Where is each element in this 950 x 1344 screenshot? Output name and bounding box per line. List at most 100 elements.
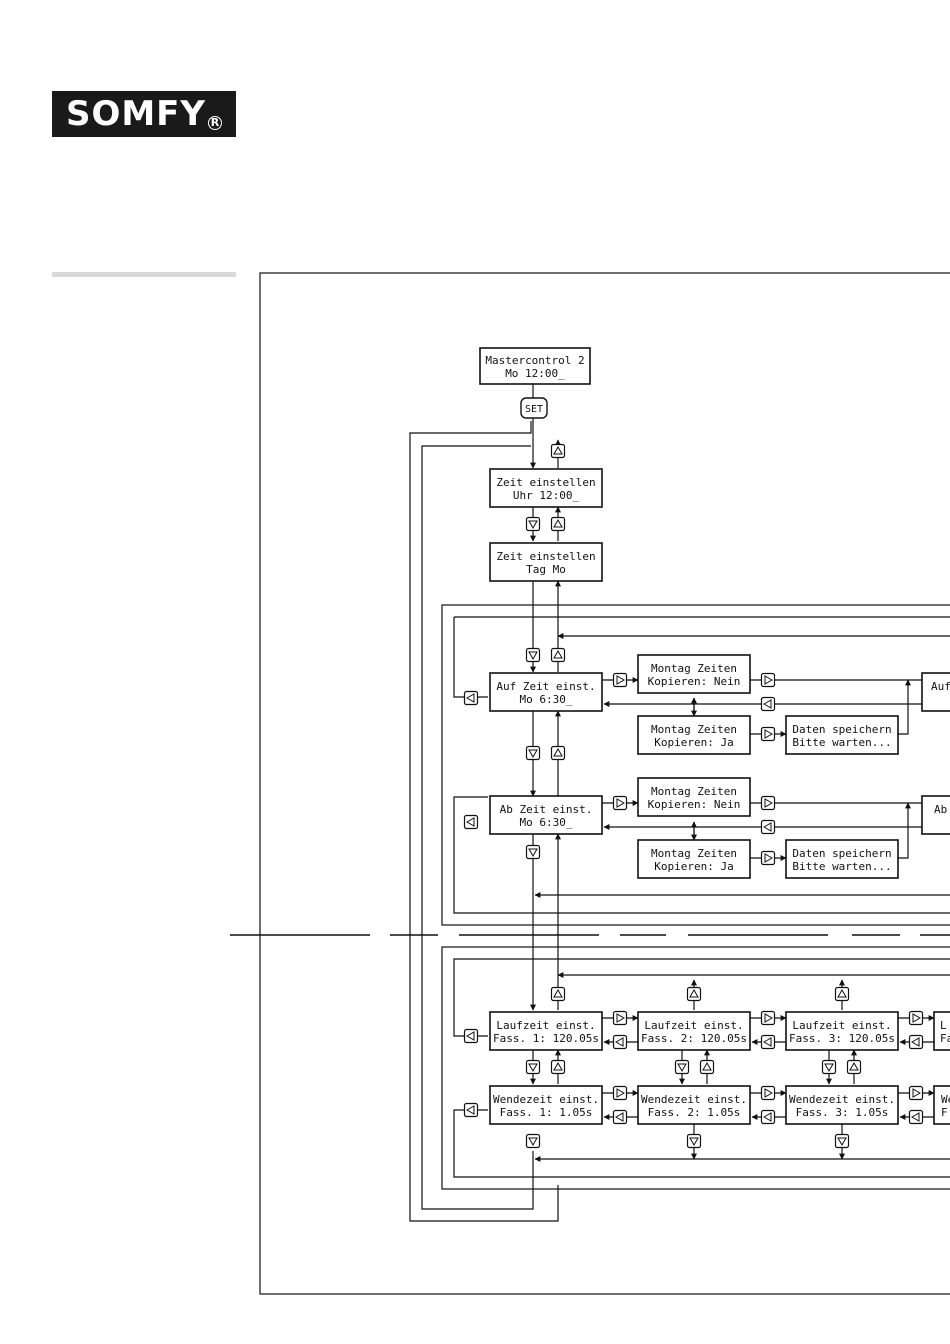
right-triangle-icon [612, 1010, 628, 1026]
wendezeit-display-3-line1: Wendezeit einst. [789, 1093, 895, 1106]
up-triangle-icon [846, 1059, 862, 1075]
laufzeit-display-1: Laufzeit einst.Fass. 1: 120.05s [489, 1011, 603, 1051]
up-triangle-icon [686, 986, 702, 1002]
auf-zeit-display: Auf Zeit einst.Mo 6:30_ [489, 672, 603, 712]
wendezeit-display-3: Wendezeit einst.Fass. 3: 1.05s [785, 1085, 899, 1125]
down-triangle-icon [525, 745, 541, 761]
right-triangle-icon [760, 1085, 776, 1101]
left-triangle-icon [760, 696, 776, 712]
right-triangle-icon [908, 1085, 924, 1101]
up-triangle-icon [550, 443, 566, 459]
laufzeit-display-3: Laufzeit einst.Fass. 3: 120.05s [785, 1011, 899, 1051]
zeit-uhr-display-line1: Zeit einstellen [496, 476, 595, 489]
right-triangle-icon [760, 795, 776, 811]
up-triangle-icon [550, 745, 566, 761]
wendezeit-display-3-line2: Fass. 3: 1.05s [796, 1106, 889, 1119]
up-triangle-icon [550, 647, 566, 663]
laufzeit-display-2-line2: Fass. 2: 120.05s [641, 1032, 747, 1045]
wendezeit-display-2-line2: Fass. 2: 1.05s [648, 1106, 741, 1119]
set-button-label: SET [525, 404, 543, 415]
left-triangle-icon [463, 814, 479, 830]
up-triangle-icon [550, 516, 566, 532]
ab-copy-nein-display-line2: Kopieren: Nein [648, 798, 741, 811]
ab-next-display: Ab [921, 795, 950, 835]
right-triangle-icon [760, 726, 776, 742]
registered-mark: R [208, 116, 223, 130]
left-triangle-icon [760, 1109, 776, 1125]
down-triangle-icon [525, 1059, 541, 1075]
set-button-icon: SET [520, 397, 548, 419]
laufzeit-display-1-line2: Fass. 1: 120.05s [493, 1032, 599, 1045]
up-triangle-icon [550, 1059, 566, 1075]
right-triangle-icon [908, 1010, 924, 1026]
ab-zeit-display-line2: Mo 6:30_ [520, 816, 573, 829]
auf-save-display-line1: Daten speichern [792, 723, 891, 736]
down-triangle-icon [525, 844, 541, 860]
left-triangle-icon [463, 1102, 479, 1118]
svg-text:Fa: Fa [940, 1032, 950, 1045]
laufzeit-display-3-line1: Laufzeit einst. [792, 1019, 891, 1032]
laufzeit-display-3-line2: Fass. 3: 120.05s [789, 1032, 895, 1045]
right-triangle-icon [612, 1085, 628, 1101]
left-triangle-icon [463, 690, 479, 706]
auf-zeit-display-line2: Mo 6:30_ [520, 693, 573, 706]
ab-copy-nein-display-line1: Montag Zeiten [651, 785, 737, 798]
start-display: Mastercontrol 2Mo 12:00_ [479, 347, 591, 385]
right-triangle-icon [612, 795, 628, 811]
diagram-frame [259, 272, 950, 1295]
laufzeit-display-1-line1: Laufzeit einst. [496, 1019, 595, 1032]
down-triangle-icon [834, 1133, 850, 1149]
right-triangle-icon [612, 672, 628, 688]
wendezeit-display-next: WeF [933, 1085, 950, 1125]
auf-copy-nein-display-line1: Montag Zeiten [651, 662, 737, 675]
logo-wordmark: SOMFY [65, 94, 207, 134]
down-triangle-icon [525, 1133, 541, 1149]
wendezeit-display-1-line2: Fass. 1: 1.05s [500, 1106, 593, 1119]
left-triangle-icon [612, 1109, 628, 1125]
down-triangle-icon [821, 1059, 837, 1075]
wendezeit-display-2: Wendezeit einst.Fass. 2: 1.05s [637, 1085, 751, 1125]
laufzeit-display-next: LFa [933, 1011, 950, 1051]
left-triangle-icon [612, 1034, 628, 1050]
left-triangle-icon [463, 1028, 479, 1044]
down-triangle-icon [674, 1059, 690, 1075]
left-triangle-icon [908, 1034, 924, 1050]
right-triangle-icon [760, 1010, 776, 1026]
auf-next-display: Auf [921, 672, 950, 712]
zeit-uhr-display-line2: Uhr 12:00_ [513, 489, 580, 502]
laufzeit-display-2: Laufzeit einst.Fass. 2: 120.05s [637, 1011, 751, 1051]
auf-save-display-line2: Bitte warten... [792, 736, 891, 749]
wendezeit-display-1-line1: Wendezeit einst. [493, 1093, 599, 1106]
down-triangle-icon [525, 647, 541, 663]
down-triangle-icon [525, 516, 541, 532]
left-triangle-icon [760, 819, 776, 835]
left-triangle-icon [760, 1034, 776, 1050]
ab-copy-ja-display-line1: Montag Zeiten [651, 847, 737, 860]
svg-text:We: We [941, 1093, 950, 1106]
wendezeit-display-2-line1: Wendezeit einst. [641, 1093, 747, 1106]
ab-save-display-line1: Daten speichern [792, 847, 891, 860]
auf-copy-nein-display-line2: Kopieren: Nein [648, 675, 741, 688]
laufzeit-display-2-line1: Laufzeit einst. [644, 1019, 743, 1032]
svg-text:Auf: Auf [931, 680, 950, 693]
svg-text:Ab: Ab [934, 803, 947, 816]
zeit-tag-display-line2: Tag Mo [526, 563, 566, 576]
start-display-line2: Mo 12:00_ [505, 367, 565, 380]
svg-text:F: F [941, 1106, 948, 1119]
up-triangle-icon [550, 986, 566, 1002]
up-triangle-icon [699, 1059, 715, 1075]
ab-zeit-display-line1: Ab Zeit einst. [500, 803, 593, 816]
section-accent-bar [52, 272, 236, 277]
left-triangle-icon [908, 1109, 924, 1125]
auf-zeit-display-line1: Auf Zeit einst. [496, 680, 595, 693]
ab-copy-ja-display-line2: Kopieren: Ja [654, 860, 733, 873]
